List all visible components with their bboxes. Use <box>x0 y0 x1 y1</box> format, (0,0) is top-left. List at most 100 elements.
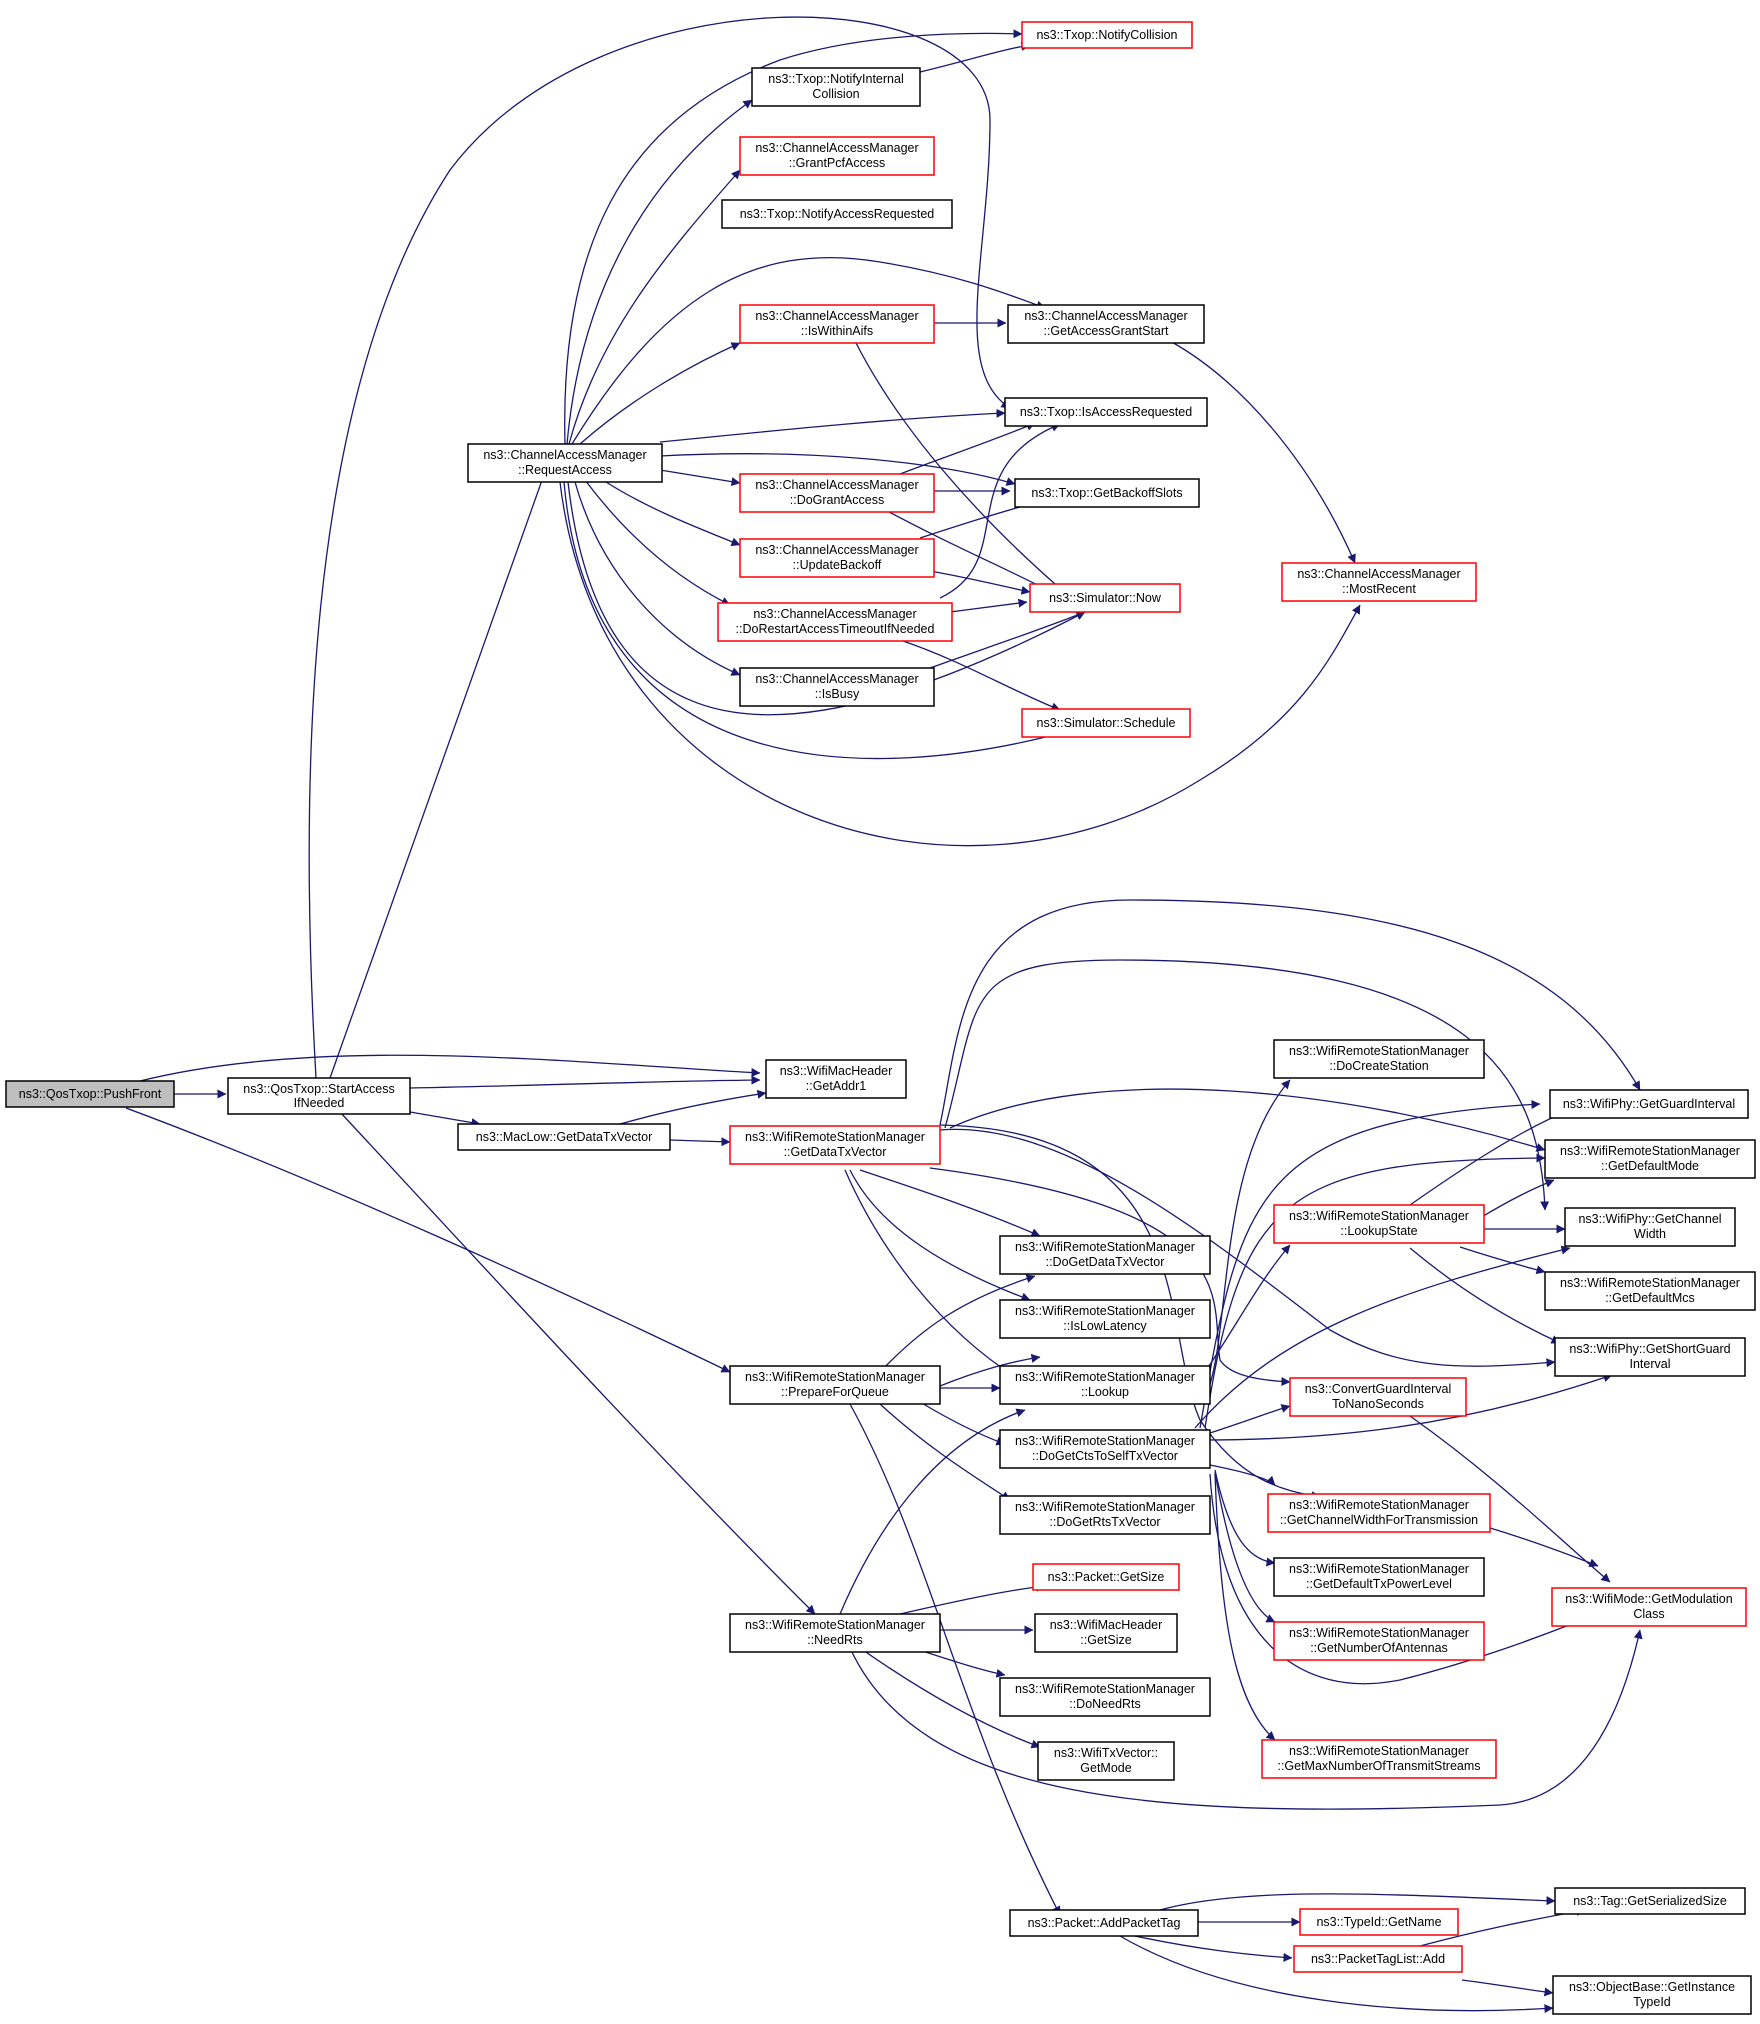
node-label: ns3::QosTxop::StartAccess <box>243 1082 394 1096</box>
node-tag-getserializedsize[interactable]: ns3::Tag::GetSerializedSize <box>1554 1887 1746 1915</box>
node-cam-mostrecent[interactable]: ns3::ChannelAccessManager::MostRecent <box>1281 562 1477 602</box>
node-label: ns3::ObjectBase::GetInstance <box>1569 1980 1735 1994</box>
node-label: ::GetMaxNumberOfTransmitStreams <box>1277 1759 1480 1773</box>
node-label: Collision <box>812 87 859 101</box>
node-label: ::LookupState <box>1340 1224 1417 1238</box>
node-wrsm-needrts[interactable]: ns3::WifiRemoteStationManager::NeedRts <box>729 1613 941 1653</box>
node-wifiphy-getguardinterval[interactable]: ns3::WifiPhy::GetGuardInterval <box>1549 1089 1749 1119</box>
node-label: ::Lookup <box>1081 1385 1129 1399</box>
edge-dorestart-simnow <box>949 598 1028 613</box>
node-packet-getsize[interactable]: ns3::Packet::GetSize <box>1032 1563 1180 1591</box>
node-wrsm-lookupstate[interactable]: ns3::WifiRemoteStationManager::LookupSta… <box>1273 1204 1485 1244</box>
node-label: ToNanoSeconds <box>1332 1397 1424 1411</box>
edge-isbusy-simnow <box>929 610 1086 669</box>
node-label: ns3::WifiTxVector:: <box>1054 1746 1158 1760</box>
edge-prepare-islowlatency <box>939 1353 1041 1387</box>
node-txop-getbackoffslots[interactable]: ns3::Txop::GetBackoffSlots <box>1014 478 1200 508</box>
edge-request-getbackoff <box>659 453 1016 486</box>
node-cam-getaccessgrantstart[interactable]: ns3::ChannelAccessManager::GetAccessGran… <box>1007 304 1205 344</box>
node-simulator-schedule[interactable]: ns3::Simulator::Schedule <box>1021 708 1191 738</box>
node-label: ::PrepareForQueue <box>781 1385 889 1399</box>
node-wifitxvector-getmode[interactable]: ns3::WifiTxVector::GetMode <box>1037 1741 1175 1781</box>
node-wifimacheader-getsize[interactable]: ns3::WifiMacHeader::GetSize <box>1034 1613 1178 1653</box>
node-wrsm-getmaxnumberoftransmitstreams[interactable]: ns3::WifiRemoteStationManager::GetMaxNum… <box>1261 1739 1497 1779</box>
edge-startaccess-requestaccess <box>329 451 554 1079</box>
node-cam-dograntaccess[interactable]: ns3::ChannelAccessManager::DoGrantAccess <box>739 473 935 513</box>
edge-request-dograntaccess <box>659 469 741 487</box>
node-label: ns3::ChannelAccessManager <box>483 448 646 462</box>
node-cam-isbusy[interactable]: ns3::ChannelAccessManager::IsBusy <box>739 667 935 707</box>
node-label: ::GetDefaultMcs <box>1605 1291 1695 1305</box>
node-label: ns3::WifiRemoteStationManager <box>1289 1209 1469 1223</box>
node-packettaglist-add[interactable]: ns3::PacketTagList::Add <box>1293 1945 1463 1973</box>
node-cam-updatebackoff[interactable]: ns3::ChannelAccessManager::UpdateBackoff <box>739 538 935 578</box>
node-label: ::DoCreateStation <box>1329 1059 1428 1073</box>
node-wrsm-lookup[interactable]: ns3::WifiRemoteStationManager::Lookup <box>999 1365 1211 1405</box>
edge-startaccess-getaddr1 <box>409 1075 761 1089</box>
edge-getdatatx-guardinterval <box>939 899 1641 1126</box>
node-txop-notifycollision[interactable]: ns3::Txop::NotifyCollision <box>1021 21 1193 49</box>
edge-request-isbusy <box>574 481 741 676</box>
node-wrsm-prepareforqueue[interactable]: ns3::WifiRemoteStationManager::PrepareFo… <box>729 1365 941 1405</box>
node-wrsm-getnumberofantennas[interactable]: ns3::WifiRemoteStationManager::GetNumber… <box>1273 1621 1485 1661</box>
node-label: ns3::ChannelAccessManager <box>1024 309 1187 323</box>
edge-getdatatx-dogetdatatx <box>859 1169 1041 1237</box>
node-label: ns3::Txop::NotifyInternal <box>768 72 903 86</box>
node-label: ns3::Simulator::Schedule <box>1037 716 1176 730</box>
edge-needrts-modclass <box>849 1629 1643 1810</box>
edge-getdatatx-convertguard <box>929 1167 1291 1387</box>
edge-getdatatx-islowlatency <box>849 1169 1031 1302</box>
edge-startaccess-macgetdatatx <box>409 1111 481 1127</box>
node-wrsm-doneedrts[interactable]: ns3::WifiRemoteStationManager::DoNeedRts <box>999 1677 1211 1717</box>
node-wrsm-getdefaultmode[interactable]: ns3::WifiRemoteStationManager::GetDefaul… <box>1544 1139 1756 1179</box>
edge-pushfront-getaddr1 <box>135 1054 761 1083</box>
node-wrsm-getdefaultmcs[interactable]: ns3::WifiRemoteStationManager::GetDefaul… <box>1544 1271 1756 1311</box>
edge-request-simnow <box>567 481 1086 716</box>
edge-dogetcts-guardinterval <box>1199 1099 1541 1429</box>
edge-request-notifycollision <box>564 29 1023 445</box>
node-wifimacheader-getaddr1[interactable]: ns3::WifiMacHeader::GetAddr1 <box>765 1059 907 1099</box>
node-wrsm-dogetrtstxvector[interactable]: ns3::WifiRemoteStationManager::DoGetRtsT… <box>999 1495 1211 1535</box>
node-wrsm-docreatestation[interactable]: ns3::WifiRemoteStationManager::DoCreateS… <box>1273 1039 1485 1079</box>
node-txop-isaccessrequested[interactable]: ns3::Txop::IsAccessRequested <box>1004 397 1208 427</box>
node-qostxop-pushfront[interactable]: ns3::QosTxop::PushFront <box>5 1080 175 1108</box>
node-typeid-getname[interactable]: ns3::TypeId::GetName <box>1299 1908 1459 1936</box>
node-cam-requestaccess[interactable]: ns3::ChannelAccessManager::RequestAccess <box>467 443 663 483</box>
node-label: ns3::TypeId::GetName <box>1316 1915 1441 1929</box>
node-label: ns3::Txop::GetBackoffSlots <box>1031 486 1182 500</box>
node-label: ns3::ChannelAccessManager <box>1297 567 1460 581</box>
edge-addtag-getinstancetypeid <box>1119 1935 1554 2014</box>
node-wifiphy-getchannelwidth[interactable]: ns3::WifiPhy::GetChannelWidth <box>1564 1207 1736 1247</box>
node-label: Class <box>1633 1607 1664 1621</box>
node-simulator-now[interactable]: ns3::Simulator::Now <box>1029 583 1181 613</box>
node-label: ns3::Txop::NotifyCollision <box>1036 28 1177 42</box>
node-wrsm-getchannelwidthfortransmission[interactable]: ns3::WifiRemoteStationManager::GetChanne… <box>1267 1493 1491 1533</box>
node-label: ::DoGetRtsTxVector <box>1049 1515 1160 1529</box>
node-packet-addpackettag[interactable]: ns3::Packet::AddPacketTag <box>1009 1909 1199 1937</box>
node-label: ns3::WifiRemoteStationManager <box>1560 1144 1740 1158</box>
node-cam-grantpcfaccess[interactable]: ns3::ChannelAccessManager::GrantPcfAcces… <box>739 136 935 176</box>
node-label: TypeId <box>1633 1995 1671 2009</box>
edge-getdatatx-defaultmode <box>949 1088 1546 1152</box>
node-wrsm-dogetctstoselftxvector[interactable]: ns3::WifiRemoteStationManager::DoGetCtsT… <box>999 1429 1211 1469</box>
node-wrsm-getdatatxvector[interactable]: ns3::WifiRemoteStationManager::GetDataTx… <box>729 1125 941 1165</box>
node-label: ::DoGetCtsToSelfTxVector <box>1032 1449 1178 1463</box>
nodes: ns3::QosTxop::PushFront ns3::QosTxop::St… <box>5 21 1756 2015</box>
node-txop-notifyaccessrequested[interactable]: ns3::Txop::NotifyAccessRequested <box>721 199 953 229</box>
node-cam-dorestartaccesstimeoutifneeded[interactable]: ns3::ChannelAccessManager::DoRestartAcce… <box>717 602 953 642</box>
node-wrsm-dogetdatatxvector[interactable]: ns3::WifiRemoteStationManager::DoGetData… <box>999 1235 1211 1275</box>
edge-request-notifyinternal <box>566 99 753 445</box>
node-wrsm-getdefaulttxpowerlevel[interactable]: ns3::WifiRemoteStationManager::GetDefaul… <box>1273 1557 1485 1597</box>
node-wrsm-islowlatency[interactable]: ns3::WifiRemoteStationManager::IsLowLate… <box>999 1299 1211 1339</box>
node-maclow-getdatatxvector[interactable]: ns3::MacLow::GetDataTxVector <box>457 1123 671 1151</box>
node-cam-iswithinaifs[interactable]: ns3::ChannelAccessManager::IsWithinAifs <box>739 304 935 344</box>
node-label: ns3::WifiRemoteStationManager <box>1015 1500 1195 1514</box>
node-label: ::UpdateBackoff <box>793 558 882 572</box>
edge-dogetcts-shortguard <box>1199 1373 1613 1441</box>
